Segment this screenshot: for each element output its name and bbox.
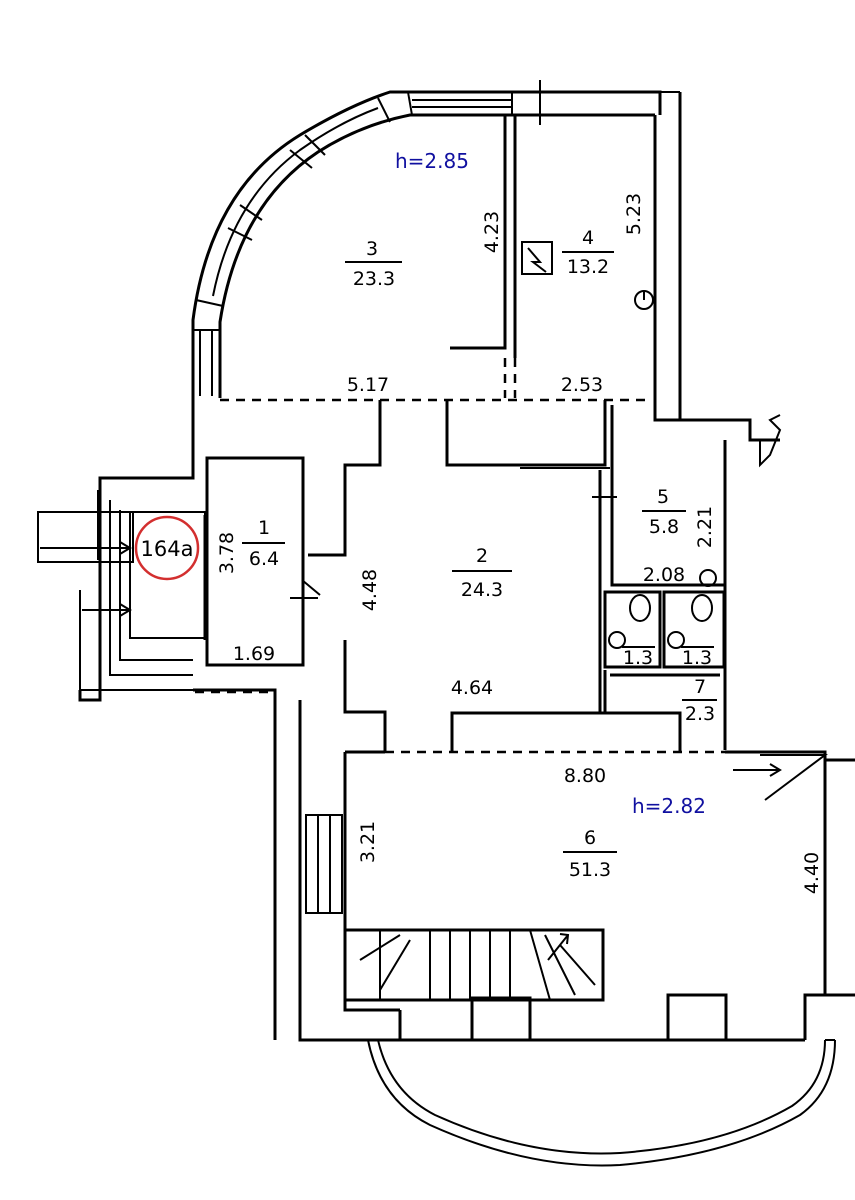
wc-1-area: 1.3 [623,647,653,669]
dimension-8-80: 8.80 [564,765,606,787]
dimension-1-69: 1.69 [233,643,275,665]
dimension-2-53: 2.53 [561,374,603,396]
socket-icon [634,290,654,310]
dimension-2-21: 2.21 [694,506,716,548]
room-2-area: 24.3 [461,579,503,601]
premises-number-badge: 164a [134,515,200,581]
room-6-walls [193,688,855,1167]
ceiling-height-upper: h=2.85 [395,149,469,173]
middle-walls [37,398,727,752]
room-1-number: 1 [258,517,270,539]
room-6-area: 51.3 [569,859,611,881]
room-5-area: 5.8 [649,516,679,538]
dimension-4-48: 4.48 [359,569,381,611]
room-1-area: 6.4 [249,548,279,570]
dimension-2-08: 2.08 [643,564,685,586]
dimension-3-21: 3.21 [357,821,379,863]
curved-bay-wall [191,80,662,398]
room-6-number: 6 [584,827,596,849]
ceiling-height-lower: h=2.82 [632,794,706,818]
dimension-4-23: 4.23 [481,211,503,253]
room-3-area: 23.3 [353,268,395,290]
room-4-walls [450,91,782,468]
dimension-4-64: 4.64 [451,677,493,699]
dimension-4-40: 4.40 [801,852,823,894]
electric-panel-icon [521,241,553,275]
room-5-number: 5 [657,486,669,508]
dimension-5-17: 5.17 [347,374,389,396]
room-3-number: 3 [366,238,378,260]
wc-2-area: 1.3 [682,647,712,669]
badge-text: 164a [141,537,194,561]
dimension-3-78: 3.78 [216,532,238,574]
dimension-5-23: 5.23 [623,193,645,235]
room-2-number: 2 [476,545,488,567]
room-7-area: 2.3 [685,703,715,725]
room-7-number: 7 [694,676,706,698]
room-4-area: 13.2 [567,256,609,278]
room-4-number: 4 [582,227,594,249]
badge-circle [134,515,200,581]
